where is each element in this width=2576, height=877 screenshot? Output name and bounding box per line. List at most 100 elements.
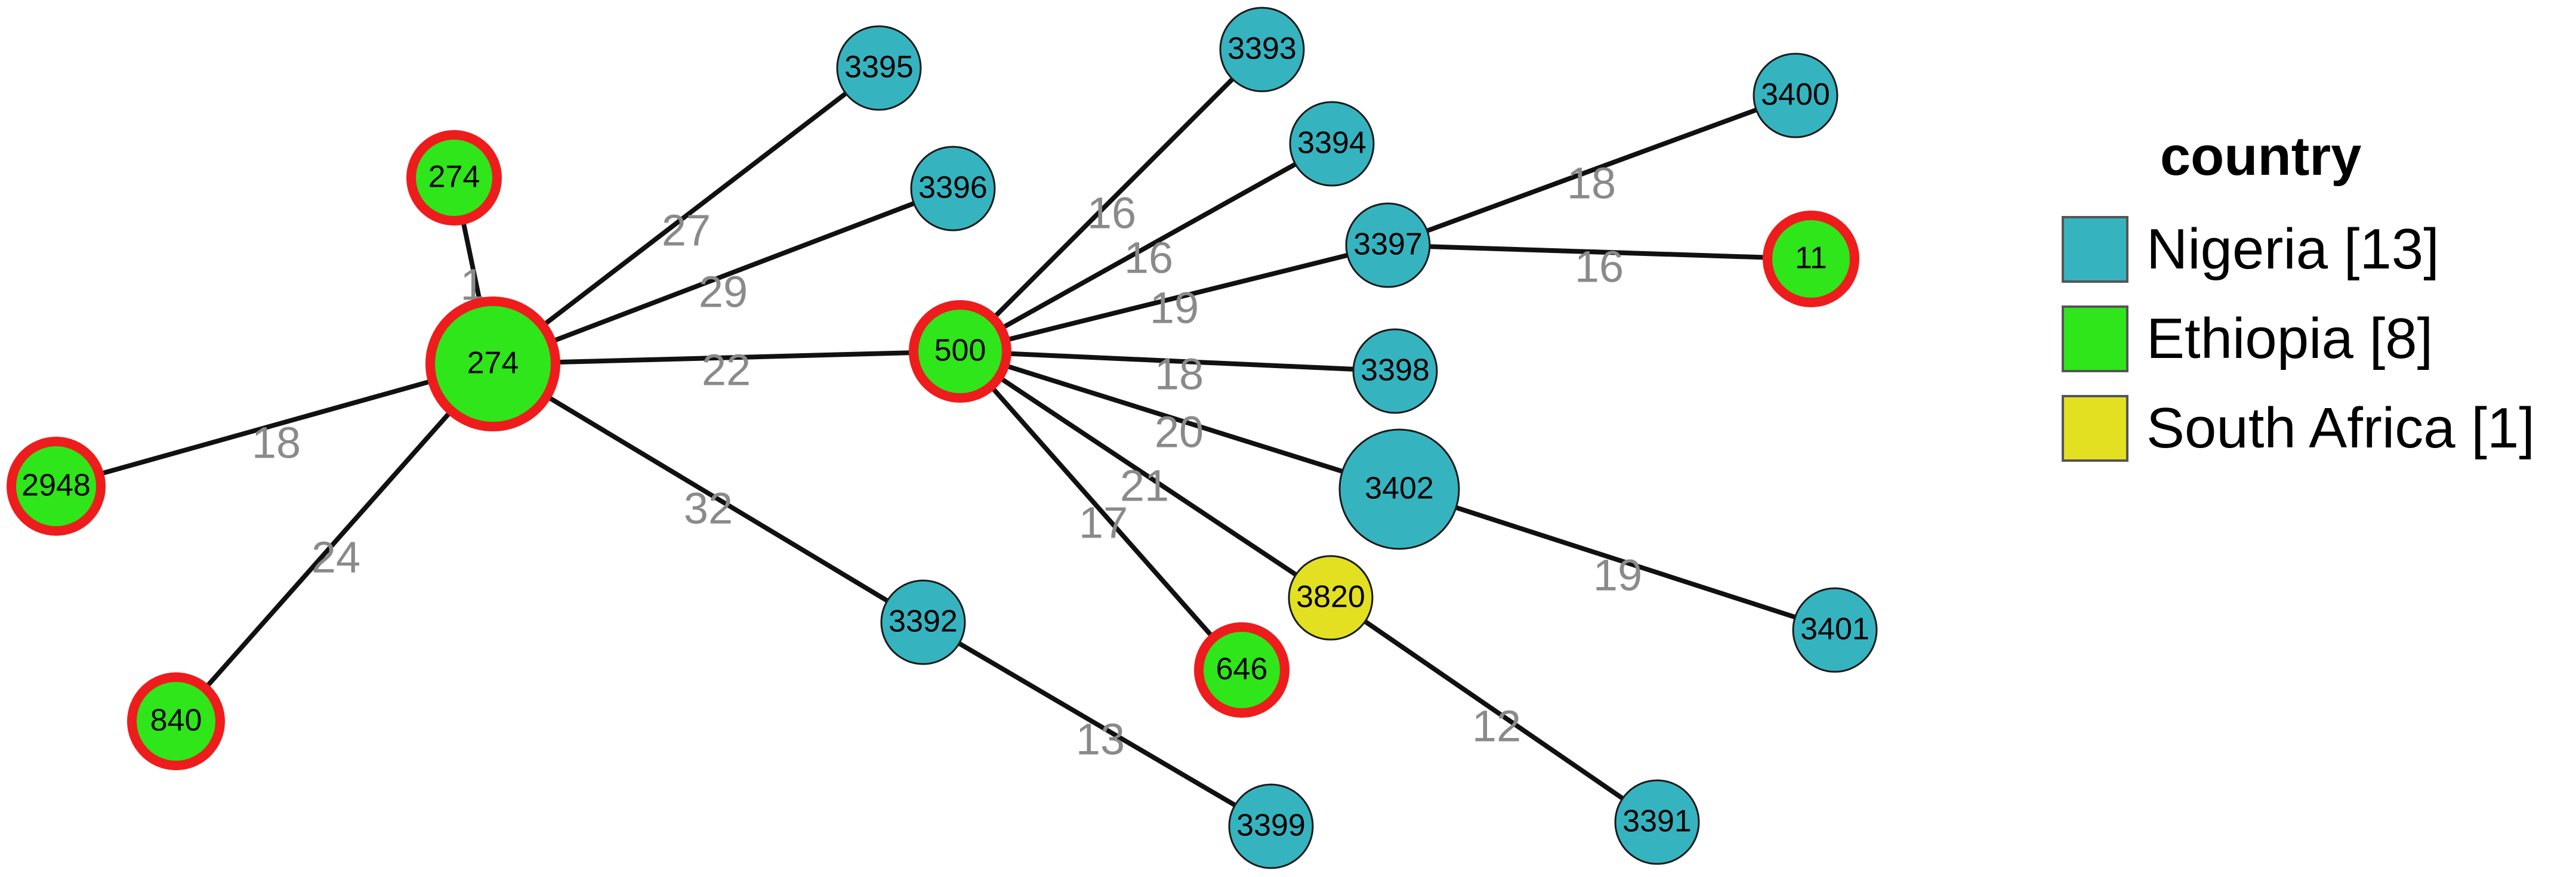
node-label: 3391 — [1622, 804, 1692, 839]
node-circle — [1228, 783, 1314, 869]
edge-n3402-n3401 — [1398, 487, 1836, 632]
node-circle — [1614, 779, 1700, 865]
node-label: 3820 — [1296, 580, 1365, 614]
legend-swatch-nigeria — [2062, 216, 2128, 283]
node-label: 3398 — [1361, 353, 1430, 388]
node-label: 3399 — [1236, 808, 1306, 843]
legend: country Nigeria [13] Ethiopia [8] South … — [2062, 125, 2535, 473]
edge-label: 21 — [1120, 461, 1169, 511]
edge-label: 29 — [699, 267, 748, 317]
edge-label: 18 — [1567, 159, 1616, 208]
edge-label: 17 — [1079, 498, 1128, 548]
node-2948[interactable]: 2948 — [7, 437, 106, 536]
node-3400[interactable]: 3400 — [1753, 53, 1838, 138]
node-label: 840 — [150, 703, 202, 738]
edge-label: 19 — [1150, 283, 1199, 333]
edge-n500-n3393 — [958, 48, 1264, 353]
node-circle — [425, 297, 560, 431]
node-label: 3402 — [1365, 471, 1434, 506]
edge-n274b-n2948 — [55, 362, 494, 489]
edge-label: 16 — [1087, 189, 1136, 238]
node-label: 2948 — [21, 468, 91, 503]
edge-label: 27 — [662, 206, 711, 255]
node-circle — [406, 130, 502, 226]
node-circle — [1352, 328, 1438, 414]
node-label: 646 — [1216, 652, 1268, 687]
legend-item-south-africa[interactable]: South Africa [1] — [2062, 384, 2535, 473]
edge-label: 16 — [1575, 242, 1624, 292]
node-circle — [1289, 101, 1375, 187]
edge-n3397-n11 — [1387, 243, 1812, 261]
edge-label: 32 — [684, 484, 733, 533]
legend-label-nigeria: Nigeria [13] — [2146, 217, 2439, 281]
edge-n274b-n500 — [492, 349, 961, 366]
node-274[interactable]: 274 — [425, 297, 560, 431]
node-840[interactable]: 840 — [127, 672, 225, 770]
node-circle — [910, 146, 996, 231]
node-label: 3394 — [1297, 126, 1366, 160]
edge-label: 24 — [311, 533, 360, 582]
node-3392[interactable]: 3392 — [880, 579, 966, 665]
node-3394[interactable]: 3394 — [1289, 101, 1375, 187]
node-circle — [1753, 53, 1838, 138]
node-11[interactable]: 11 — [1763, 211, 1859, 307]
node-3399[interactable]: 3399 — [1228, 783, 1314, 869]
node-circle — [1194, 622, 1289, 718]
node-label: 3393 — [1227, 32, 1297, 66]
edge-n274b-n840 — [174, 362, 495, 723]
edge-label: 22 — [702, 345, 751, 395]
edge-n500-n3398 — [960, 349, 1396, 373]
node-646[interactable]: 646 — [1194, 622, 1289, 718]
node-500[interactable]: 500 — [909, 300, 1011, 403]
edge-label: 18 — [1155, 350, 1204, 399]
node-3395[interactable]: 3395 — [836, 25, 922, 111]
node-3391[interactable]: 3391 — [1614, 779, 1700, 865]
node-label: 3396 — [918, 171, 988, 205]
node-label: 500 — [934, 333, 986, 368]
node-label: 274 — [467, 346, 519, 381]
legend-item-ethiopia[interactable]: Ethiopia [8] — [2062, 294, 2535, 384]
node-label: 3401 — [1800, 612, 1869, 647]
legend-swatch-south-africa — [2062, 395, 2128, 462]
node-3398[interactable]: 3398 — [1352, 328, 1438, 414]
node-3396[interactable]: 3396 — [910, 146, 996, 231]
node-circle — [909, 300, 1011, 403]
node-3402[interactable]: 3402 — [1338, 428, 1460, 550]
node-label: 274 — [428, 160, 480, 194]
node-circle — [836, 25, 922, 111]
node-circle — [1763, 211, 1859, 307]
node-circle — [7, 437, 106, 536]
legend-swatch-ethiopia — [2062, 305, 2128, 372]
edge-n500-n646 — [958, 350, 1244, 672]
node-circle — [880, 579, 966, 665]
edge-n274b-n3395 — [491, 66, 881, 366]
node-circle — [1219, 7, 1305, 92]
node-3393[interactable]: 3393 — [1219, 7, 1305, 92]
edge-n500-n3394 — [959, 141, 1333, 354]
edge-n3397-n3400 — [1387, 93, 1797, 248]
edge-n274b-n3396 — [492, 186, 954, 366]
edge-label: 19 — [1593, 551, 1642, 600]
edge-n274b-n3392 — [491, 362, 925, 625]
legend-label-south-africa: South Africa [1] — [2146, 396, 2535, 460]
edge-label: 18 — [252, 418, 301, 468]
node-label: 3397 — [1353, 227, 1423, 262]
node-3401[interactable]: 3401 — [1792, 587, 1878, 673]
edges-layer — [55, 48, 1836, 829]
node-circle — [1338, 428, 1460, 550]
edge-label: 13 — [1076, 715, 1125, 764]
node-3397[interactable]: 3397 — [1345, 202, 1431, 288]
legend-label-ethiopia: Ethiopia [8] — [2146, 307, 2433, 370]
node-3820[interactable]: 3820 — [1288, 555, 1374, 641]
edge-n3820-n3391 — [1329, 595, 1659, 824]
node-label: 3392 — [889, 604, 958, 639]
node-274[interactable]: 274 — [406, 130, 502, 226]
edge-label: 12 — [1472, 702, 1521, 751]
node-circle — [1792, 587, 1878, 673]
node-circle — [127, 672, 225, 770]
node-label: 11 — [1795, 241, 1827, 276]
legend-item-nigeria[interactable]: Nigeria [13] — [2062, 205, 2535, 294]
edge-n500-n3402 — [959, 349, 1400, 492]
